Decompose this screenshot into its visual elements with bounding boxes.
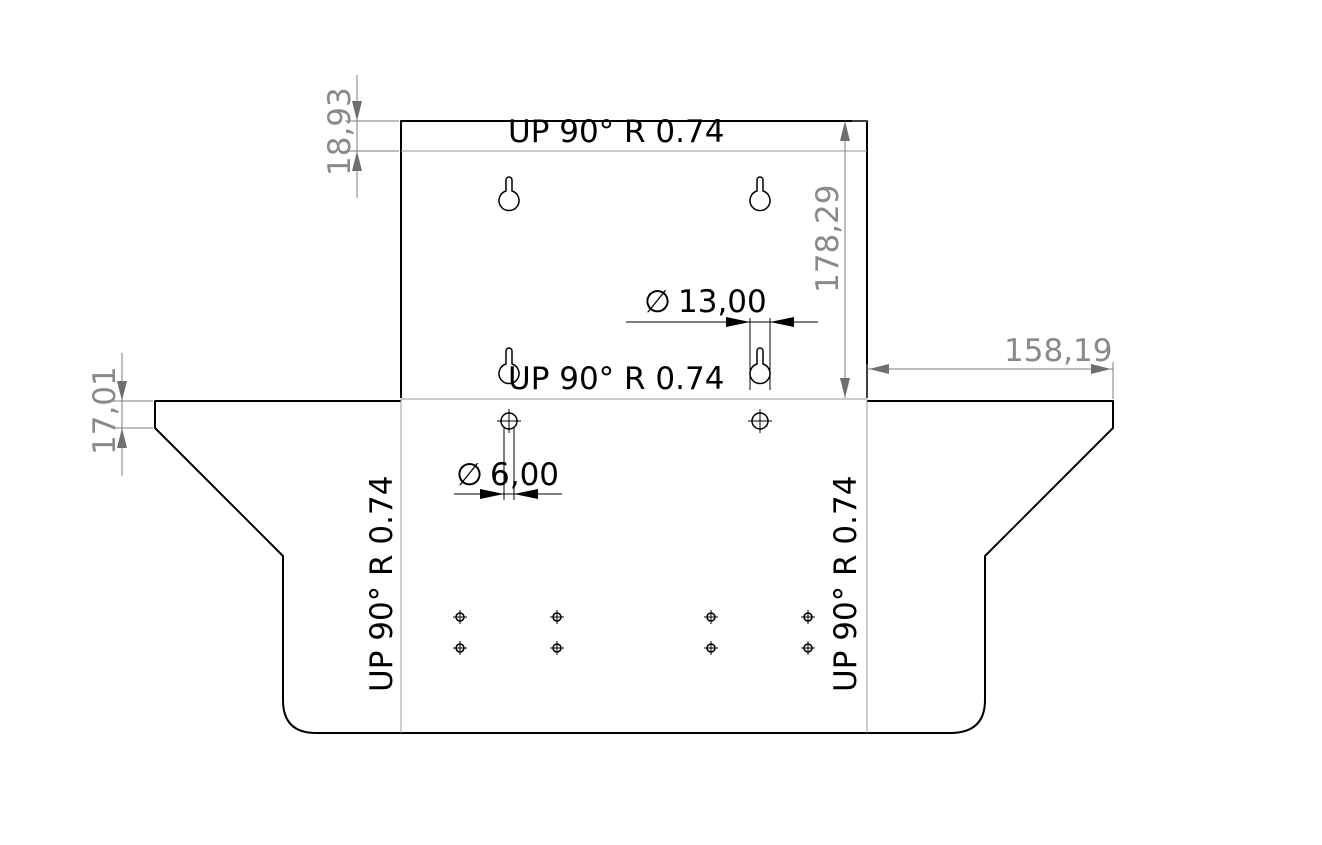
small-hole xyxy=(704,610,718,624)
small-hole xyxy=(550,610,564,624)
bend-notes: UP 90° R 0.74 UP 90° R 0.74 UP 90° R 0.7… xyxy=(364,114,864,692)
dimension-top-flange: 18,93 xyxy=(322,75,399,198)
dimension-right-offset: 158,19 xyxy=(866,333,1114,399)
bend-note-top: UP 90° R 0.74 xyxy=(508,114,724,150)
dimension-side-flange: 17,01 xyxy=(87,353,153,476)
mounting-hole xyxy=(497,409,521,433)
dimension-hole-diameter-symbol: ∅ xyxy=(456,457,483,493)
dimension-right-offset-value: 158,19 xyxy=(1004,333,1112,369)
small-hole xyxy=(801,610,815,624)
small-hole xyxy=(453,610,467,624)
small-hole xyxy=(550,641,564,655)
small-hole xyxy=(801,641,815,655)
dimension-upper-panel: 178,29 xyxy=(810,120,869,398)
dimension-hole-diameter: ∅ 6,00 xyxy=(454,427,562,500)
keyhole-slot xyxy=(498,347,520,385)
keyhole-slots xyxy=(498,176,771,385)
upper-panel-outline xyxy=(400,120,868,398)
keyhole-slot xyxy=(498,176,520,212)
lower-body-outline xyxy=(154,400,1114,734)
bend-lines xyxy=(400,150,868,733)
dimension-keyhole-diameter: ∅ 13,00 xyxy=(626,284,818,390)
bend-note-middle: UP 90° R 0.74 xyxy=(508,361,724,397)
dimension-top-flange-value: 18,93 xyxy=(322,87,358,176)
small-hole xyxy=(453,641,467,655)
dimension-hole-diameter-value: 6,00 xyxy=(490,457,559,493)
dimension-keyhole-diameter-symbol: ∅ xyxy=(644,284,671,320)
keyhole-slot xyxy=(749,176,771,212)
bend-note-right: UP 90° R 0.74 xyxy=(828,476,864,692)
mounting-hole xyxy=(748,409,772,433)
part-outline xyxy=(154,120,1114,734)
dimension-side-flange-value: 17,01 xyxy=(87,366,123,455)
small-hole xyxy=(704,641,718,655)
bend-note-left: UP 90° R 0.74 xyxy=(364,476,400,692)
small-hole-pattern xyxy=(453,610,815,655)
keyhole-slot xyxy=(749,347,771,385)
dimension-keyhole-diameter-value: 13,00 xyxy=(678,284,767,320)
dimension-upper-panel-value: 178,29 xyxy=(810,185,846,293)
mounting-holes xyxy=(497,409,772,433)
